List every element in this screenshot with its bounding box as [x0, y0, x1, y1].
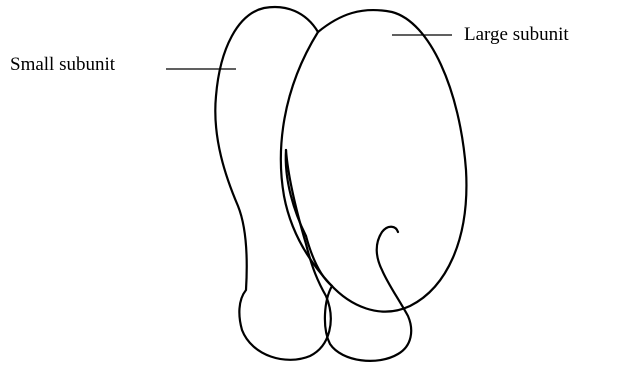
large-subunit-label: Large subunit: [464, 24, 569, 45]
lower-lobe-shape: [306, 227, 411, 361]
small-subunit-label: Small subunit: [10, 54, 116, 75]
small-subunit-shape: [215, 7, 330, 360]
large-subunit-shape: [281, 10, 467, 312]
inner-contour: [286, 150, 306, 236]
